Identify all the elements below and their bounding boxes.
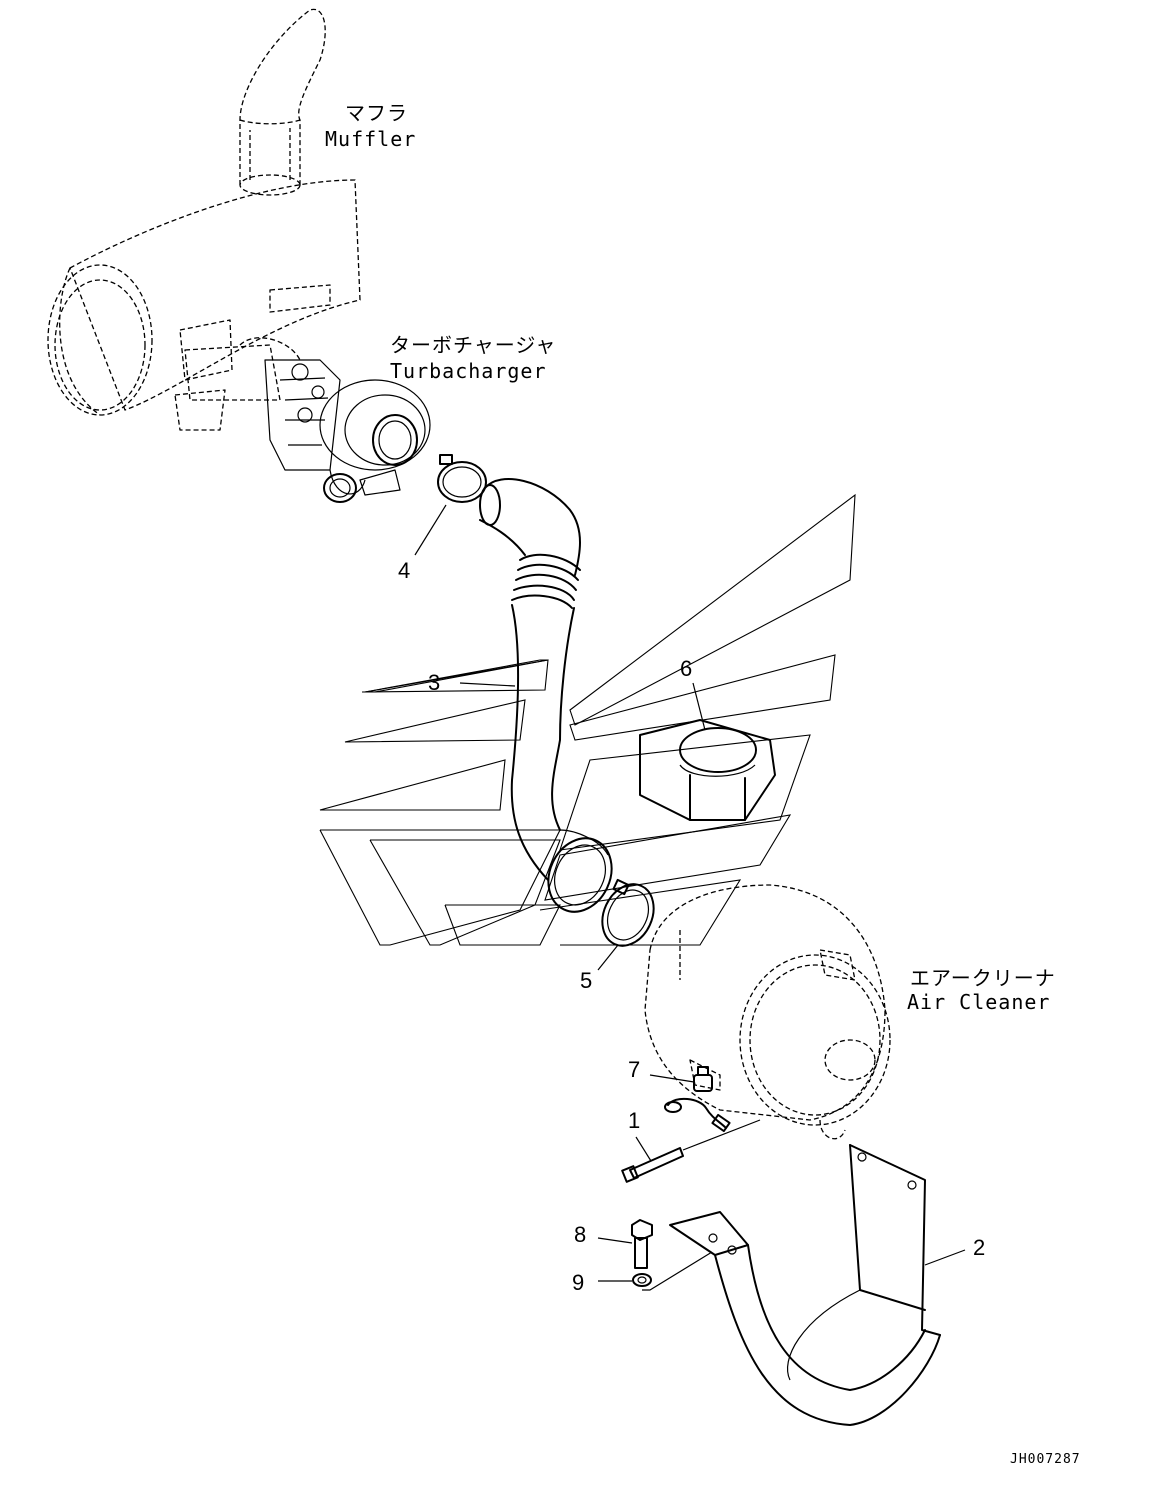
washer-9	[598, 1251, 713, 1291]
indicator-7	[649, 1066, 731, 1133]
turbo-label-en: Turbacharger	[390, 359, 547, 383]
hose-clamp-4	[414, 454, 487, 556]
hose-clamp-5	[597, 878, 655, 971]
bolt-1	[621, 1119, 761, 1183]
turbo-label-ja: ターボチャージャ	[390, 333, 556, 357]
callout-1: 1	[628, 1108, 640, 1133]
callout-4: 4	[398, 558, 410, 583]
bolt-8	[597, 1219, 653, 1269]
muffler-label-en: Muffler	[325, 127, 416, 151]
air-cleaner	[644, 884, 891, 1140]
callout-3: 3	[428, 670, 440, 695]
callout-7: 7	[628, 1057, 640, 1082]
bracket-2	[669, 1144, 966, 1426]
muffler-label-ja: マフラ	[345, 101, 408, 125]
callout-5: 5	[580, 968, 592, 993]
cleaner-label-en: Air Cleaner	[907, 990, 1050, 1014]
intake-hose-3	[459, 478, 613, 913]
cleaner-label-ja: エアークリーナ	[910, 966, 1056, 990]
muffler	[47, 8, 361, 431]
callout-2: 2	[973, 1235, 985, 1260]
foam-block-6	[639, 682, 776, 821]
turbocharger	[184, 337, 431, 503]
watermark-logo	[319, 493, 856, 946]
callout-8: 8	[574, 1222, 586, 1247]
drawing-code: JH007287	[1010, 1452, 1081, 1467]
callout-6: 6	[680, 656, 692, 681]
callout-9: 9	[572, 1270, 584, 1295]
